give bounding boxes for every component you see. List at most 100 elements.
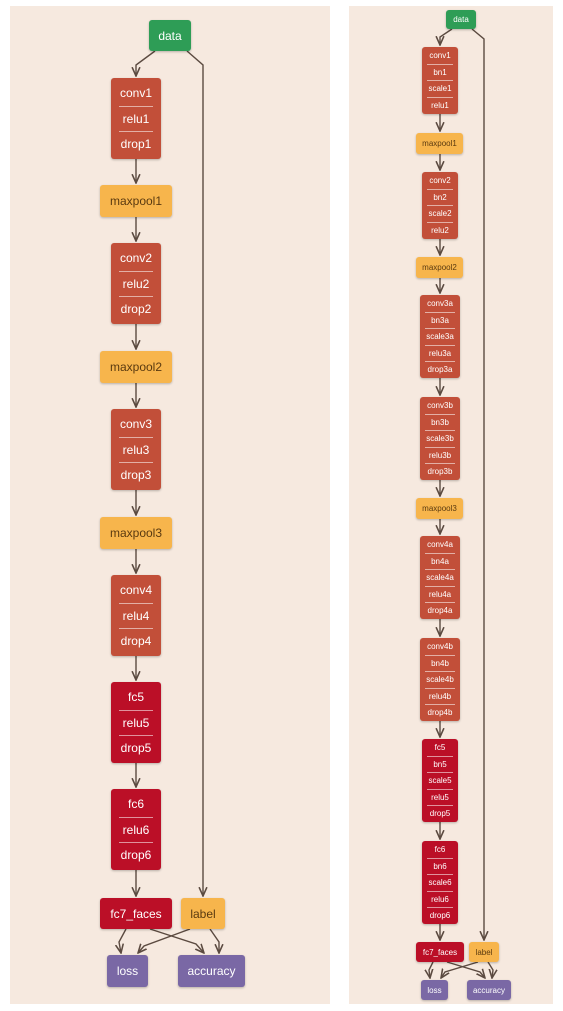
layer-label: conv2 — [429, 176, 451, 185]
node-label: data — [158, 28, 182, 43]
node-label: maxpool3 — [422, 504, 457, 513]
layer-label: drop6 — [120, 848, 152, 862]
layer-label: relu2 — [431, 225, 449, 235]
right-node-maxpool3[interactable]: maxpool3 — [416, 498, 463, 519]
layer-label: drop3 — [120, 468, 152, 482]
right-node-maxpool2[interactable]: maxpool2 — [416, 257, 463, 278]
right-node-label[interactable]: label — [469, 942, 499, 962]
node-label: maxpool1 — [109, 194, 163, 208]
right-node-fc5-block[interactable]: fc5 bn5 scale5 relu5 drop5 — [422, 739, 458, 822]
left-node-conv2-block[interactable]: conv2 relu2 drop2 — [111, 243, 161, 324]
layer-label: relu6 — [122, 822, 150, 837]
layer-label: bn4b — [431, 658, 449, 668]
layer-label: drop5 — [429, 809, 451, 818]
left-node-maxpool3[interactable]: maxpool3 — [100, 517, 172, 549]
node-label: accuracy — [472, 985, 505, 995]
left-node-label[interactable]: label — [181, 898, 225, 929]
node-label: maxpool3 — [109, 526, 163, 540]
right-node-data[interactable]: data — [446, 10, 476, 29]
layer-label: conv2 — [119, 251, 153, 265]
right-node-conv2-block[interactable]: conv2 bn2 scale2 relu2 — [422, 172, 458, 239]
layer-label: scale2 — [428, 209, 452, 218]
layer-label: scale5 — [428, 776, 452, 785]
left-node-fc6-block[interactable]: fc6 relu6 drop6 — [111, 789, 161, 870]
layer-label: relu1 — [122, 111, 150, 126]
layer-label: conv4 — [119, 583, 153, 597]
node-label: loss — [116, 964, 139, 978]
layer-label: bn2 — [433, 192, 447, 202]
left-network-panel — [10, 6, 330, 1004]
layer-label: bn3a — [431, 315, 449, 325]
node-label: label — [190, 906, 216, 921]
layer-label: relu3b — [428, 450, 452, 460]
right-node-conv4b-block[interactable]: conv4b bn4b scale4b relu4b drop4b — [420, 638, 460, 721]
layer-label: fc5 — [127, 690, 144, 704]
node-label: fc7_faces — [422, 947, 458, 957]
layer-label: drop3b — [427, 467, 453, 476]
right-node-conv4a-block[interactable]: conv4a bn4a scale4a relu4a drop4a — [420, 536, 460, 619]
layer-label: bn5 — [433, 759, 447, 769]
layer-label: conv1 — [429, 51, 451, 60]
right-node-conv3a-block[interactable]: conv3a bn3a scale3a relu3a drop3a — [420, 295, 460, 378]
node-label: loss — [427, 985, 442, 995]
layer-label: fc5 — [434, 743, 446, 752]
right-node-conv1-block[interactable]: conv1 bn1 scale1 relu1 — [422, 47, 458, 114]
layer-label: conv4b — [427, 642, 453, 651]
layer-label: fc6 — [434, 845, 446, 854]
left-node-accuracy[interactable]: accuracy — [178, 955, 245, 987]
layer-label: drop4b — [427, 708, 453, 717]
layer-label: drop4a — [427, 606, 453, 615]
layer-label: scale4a — [426, 573, 454, 582]
node-label: maxpool2 — [422, 263, 457, 272]
layer-label: drop5 — [120, 741, 152, 755]
layer-label: bn6 — [433, 861, 447, 871]
right-node-loss[interactable]: loss — [421, 980, 448, 1000]
layer-label: drop3a — [427, 365, 453, 374]
left-node-data[interactable]: data — [149, 20, 191, 51]
layer-label: drop1 — [120, 137, 152, 151]
right-node-accuracy[interactable]: accuracy — [467, 980, 511, 1000]
layer-label: drop2 — [120, 302, 152, 316]
left-node-fc5-block[interactable]: fc5 relu5 drop5 — [111, 682, 161, 763]
layer-label: scale4b — [426, 675, 454, 684]
layer-label: conv1 — [119, 86, 153, 100]
left-node-fc7-faces[interactable]: fc7_faces — [100, 898, 172, 929]
layer-label: conv3a — [427, 299, 453, 308]
layer-label: bn1 — [433, 67, 447, 77]
layer-label: conv4a — [427, 540, 453, 549]
layer-label: drop4 — [120, 634, 152, 648]
node-label: accuracy — [187, 964, 236, 978]
layer-label: drop6 — [429, 911, 451, 920]
layer-label: relu1 — [431, 100, 449, 110]
right-node-conv3b-block[interactable]: conv3b bn3b scale3b relu3b drop3b — [420, 397, 460, 480]
layer-label: scale1 — [428, 84, 452, 93]
right-node-maxpool1[interactable]: maxpool1 — [416, 133, 463, 154]
right-node-fc7-faces[interactable]: fc7_faces — [416, 942, 464, 962]
layer-label: bn3b — [431, 417, 449, 427]
layer-label: conv3 — [119, 417, 153, 431]
node-label: maxpool1 — [422, 139, 457, 148]
left-node-maxpool2[interactable]: maxpool2 — [100, 351, 172, 383]
node-label: data — [453, 15, 469, 24]
layer-label: relu3a — [428, 348, 452, 358]
left-node-conv3-block[interactable]: conv3 relu3 drop3 — [111, 409, 161, 490]
layer-label: relu4b — [428, 691, 452, 701]
layer-label: scale3b — [426, 434, 454, 443]
left-node-maxpool1[interactable]: maxpool1 — [100, 185, 172, 217]
layer-label: relu5 — [431, 792, 449, 802]
layer-label: relu4 — [122, 608, 150, 623]
right-node-fc6-block[interactable]: fc6 bn6 scale6 relu6 drop6 — [422, 841, 458, 924]
layer-label: scale3a — [426, 332, 454, 341]
layer-label: relu6 — [431, 894, 449, 904]
layer-label: fc6 — [127, 797, 144, 811]
layer-label: relu2 — [122, 276, 150, 291]
left-node-conv1-block[interactable]: conv1 relu1 drop1 — [111, 78, 161, 159]
node-label: label — [475, 947, 493, 957]
left-node-loss[interactable]: loss — [107, 955, 148, 987]
left-node-conv4-block[interactable]: conv4 relu4 drop4 — [111, 575, 161, 656]
layer-label: bn4a — [431, 556, 449, 566]
layer-label: conv3b — [427, 401, 453, 410]
node-label: fc7_faces — [110, 906, 162, 921]
layer-label: relu3 — [122, 442, 150, 457]
node-label: maxpool2 — [109, 360, 163, 374]
